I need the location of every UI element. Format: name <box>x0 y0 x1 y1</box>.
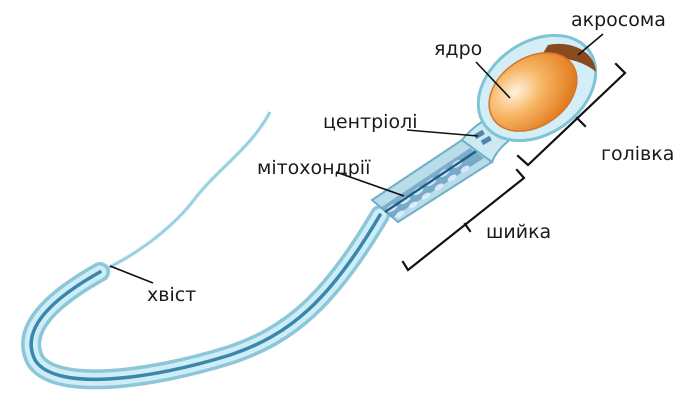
tail <box>31 112 380 379</box>
label-nucleus: ядро <box>434 38 482 60</box>
label-neck: шийка <box>486 221 551 243</box>
label-centrioles: центріолі <box>323 111 418 133</box>
label-head: голівка <box>601 143 674 165</box>
label-mitochondria: мітохондрії <box>257 157 371 179</box>
midpiece <box>372 140 492 222</box>
label-tail: хвіст <box>147 284 196 306</box>
tail-tip <box>100 112 270 272</box>
leader-tail <box>110 266 153 283</box>
label-acrosome: акросома <box>571 9 666 31</box>
